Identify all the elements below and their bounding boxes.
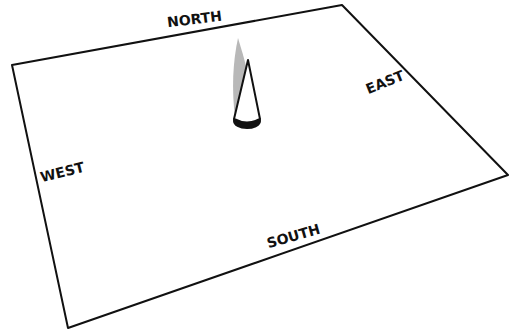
gnomon-cone xyxy=(234,60,260,123)
direction-label: NORTH xyxy=(166,9,222,30)
ground-plane xyxy=(12,5,508,328)
